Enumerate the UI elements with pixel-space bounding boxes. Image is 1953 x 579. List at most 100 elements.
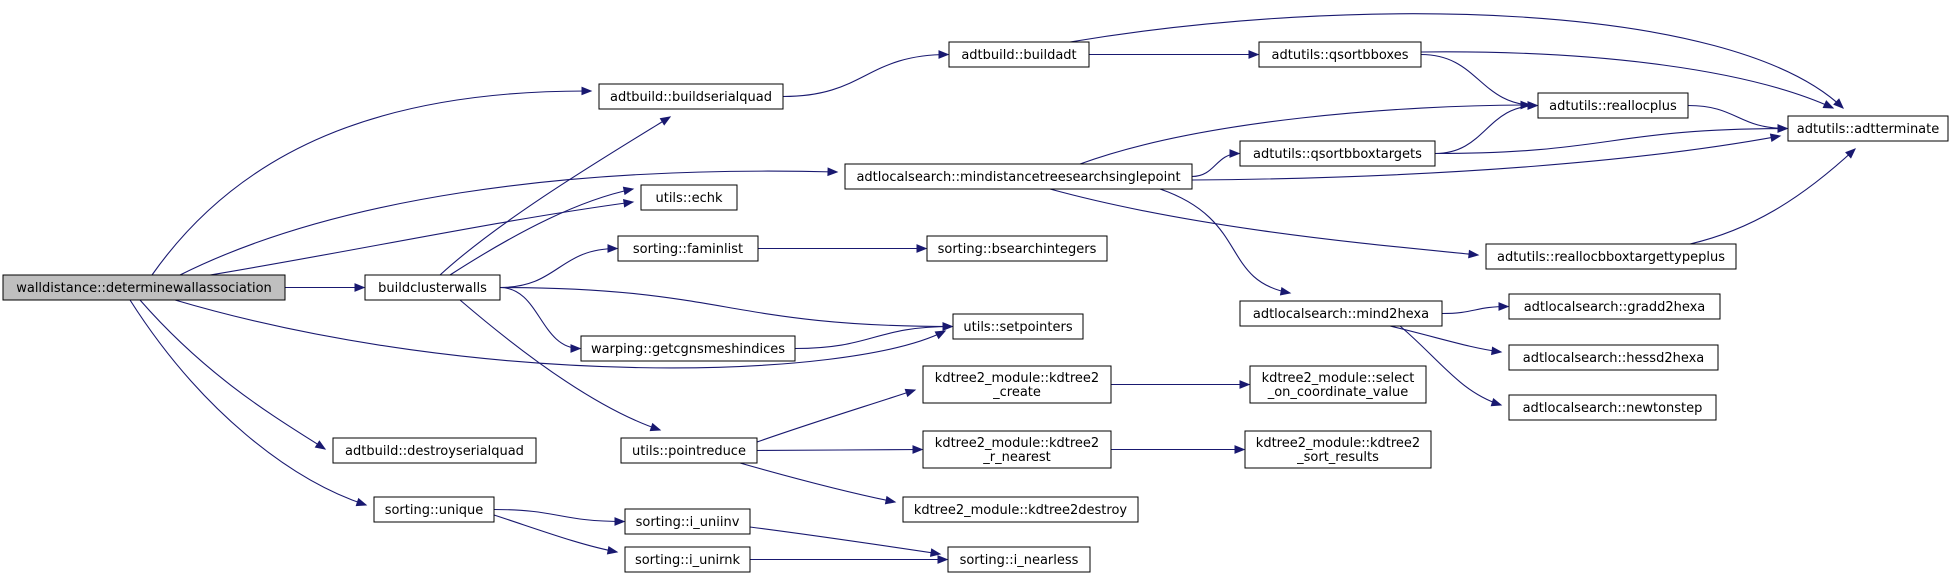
- edge-arrowhead: [649, 422, 662, 432]
- node-box: [1537, 92, 1689, 119]
- function-node-n0[interactable]: walldistance::determinewallassociation: [2, 274, 286, 301]
- function-node-n26[interactable]: sorting::unique: [373, 496, 495, 523]
- edge-n27-to-n29: [749, 526, 942, 557]
- node-label: adtutils::adtterminate: [1797, 122, 1940, 137]
- edge-arrowhead: [1527, 101, 1539, 110]
- function-node-n28[interactable]: sorting::i_unirnk: [624, 546, 751, 573]
- function-node-n10[interactable]: sorting::bsearchintegers: [926, 235, 1108, 262]
- function-node-n13[interactable]: adtlocalsearch::mind2hexa: [1239, 300, 1443, 327]
- function-node-n29[interactable]: sorting::i_nearless: [947, 546, 1091, 573]
- edge-n16-to-n15: [794, 322, 954, 350]
- edge-n0-to-n6: [179, 167, 839, 276]
- function-node-n18[interactable]: kdtree2_module::kdtree2_create: [922, 365, 1112, 404]
- function-node-n3[interactable]: adtutils::qsortbboxes: [1258, 41, 1422, 68]
- node-label: adtbuild::buildadt: [961, 48, 1076, 63]
- edge-arrowhead: [1822, 100, 1835, 109]
- function-node-n12[interactable]: buildclusterwalls: [364, 274, 501, 301]
- node-box: [1508, 394, 1717, 421]
- node-label: sorting::i_nearless: [960, 553, 1079, 568]
- edge-line: [1687, 104, 1788, 130]
- node-box: [1508, 344, 1719, 371]
- edge-line: [439, 116, 671, 276]
- node-label: adtlocalsearch::gradd2hexa: [1524, 300, 1706, 315]
- function-node-n15[interactable]: utils::setpointers: [952, 313, 1084, 340]
- edge-line: [1389, 325, 1502, 353]
- function-node-n23[interactable]: kdtree2_module::kdtree2_r_nearest: [922, 430, 1112, 469]
- edge-line: [493, 508, 625, 523]
- node-box: [1239, 300, 1443, 327]
- edge-arrowhead: [355, 497, 368, 507]
- edge-arrowhead: [1769, 133, 1782, 142]
- edge-n6-to-n13: [1159, 188, 1292, 296]
- node-box: [1485, 243, 1737, 270]
- edge-line: [1159, 188, 1291, 294]
- edge-n0-to-n1: [151, 86, 593, 276]
- node-label: utils::pointreduce: [632, 444, 746, 459]
- function-node-n1[interactable]: adtbuild::buildserialquad: [598, 83, 784, 110]
- edge-n0-to-n21: [139, 299, 327, 450]
- edge-arrowhead: [938, 50, 950, 59]
- node-box: [364, 274, 501, 301]
- edge-line: [1191, 135, 1781, 181]
- node-label: buildclusterwalls: [378, 281, 487, 296]
- node-label: sorting::bsearchintegers: [938, 242, 1097, 257]
- node-box: [1787, 115, 1949, 142]
- edge-arrowhead: [1468, 249, 1480, 259]
- node-label: kdtree2_module::kdtree2: [1256, 436, 1420, 451]
- edge-arrowhead: [354, 283, 366, 292]
- edge-line: [782, 53, 949, 98]
- function-node-n21[interactable]: adtbuild::destroyserialquad: [332, 437, 537, 464]
- edge-line: [151, 90, 592, 276]
- function-node-n17[interactable]: adtlocalsearch::hessd2hexa: [1508, 344, 1719, 371]
- edge-line: [1069, 13, 1844, 109]
- function-node-n5[interactable]: adtutils::adtterminate: [1787, 115, 1949, 142]
- edge-n11-to-n5: [1689, 148, 1856, 245]
- edge-n3-to-n4: [1420, 53, 1539, 110]
- function-node-n6[interactable]: adtlocalsearch::mindistancetreesearchsin…: [844, 163, 1193, 190]
- function-node-n4[interactable]: adtutils::reallocplus: [1537, 92, 1689, 119]
- node-box: [620, 437, 758, 464]
- node-box: [1508, 293, 1721, 320]
- function-node-n7[interactable]: adtutils::qsortbboxtargets: [1239, 140, 1436, 167]
- node-label: sorting::i_uniinv: [636, 515, 740, 530]
- edge-line: [499, 286, 581, 350]
- edge-line: [739, 462, 896, 503]
- edge-n22-to-n23: [756, 445, 924, 454]
- node-box: [922, 365, 1112, 404]
- function-node-n14[interactable]: adtlocalsearch::gradd2hexa: [1508, 293, 1721, 320]
- node-label: warping::getcgnsmeshindices: [591, 342, 785, 357]
- edge-arrowhead: [912, 445, 924, 454]
- edge-arrowhead: [1491, 346, 1503, 356]
- function-node-n20[interactable]: adtlocalsearch::newtonstep: [1508, 394, 1717, 421]
- edge-n26-to-n28: [493, 514, 619, 555]
- node-box: [373, 496, 495, 523]
- node-box: [624, 546, 751, 573]
- node-label: _r_nearest: [982, 450, 1050, 465]
- function-node-n16[interactable]: warping::getcgnsmeshindices: [580, 335, 796, 362]
- edge-line: [179, 170, 838, 276]
- function-node-n2[interactable]: adtbuild::buildadt: [948, 41, 1090, 68]
- edge-arrowhead: [1490, 397, 1503, 407]
- edge-line: [209, 201, 634, 276]
- node-label: utils::echk: [655, 191, 722, 206]
- node-label: adtlocalsearch::mind2hexa: [1253, 307, 1429, 322]
- function-node-n27[interactable]: sorting::i_uniinv: [624, 508, 751, 535]
- function-node-n8[interactable]: utils::echk: [640, 184, 738, 211]
- node-box: [2, 274, 286, 301]
- edge-arrowhead: [937, 555, 949, 564]
- node-box: [948, 41, 1090, 68]
- edge-arrowhead: [1248, 50, 1260, 59]
- edge-arrowhead: [904, 388, 917, 398]
- edge-arrowhead: [884, 495, 897, 505]
- function-node-n9[interactable]: sorting::faminlist: [617, 235, 759, 262]
- edge-line: [1420, 51, 1834, 109]
- edge-n2-to-n3: [1089, 50, 1260, 59]
- node-box: [624, 508, 751, 535]
- function-node-n24[interactable]: kdtree2_module::kdtree2_sort_results: [1244, 430, 1432, 469]
- function-node-n11[interactable]: adtutils::reallocbboxtargettypeplus: [1485, 243, 1737, 270]
- node-box: [844, 163, 1193, 190]
- function-node-n19[interactable]: kdtree2_module::select_on_coordinate_val…: [1249, 365, 1427, 404]
- edge-arrowhead: [1498, 302, 1510, 311]
- function-node-n25[interactable]: kdtree2_module::kdtree2destroy: [902, 496, 1139, 523]
- function-node-n22[interactable]: utils::pointreduce: [620, 437, 758, 464]
